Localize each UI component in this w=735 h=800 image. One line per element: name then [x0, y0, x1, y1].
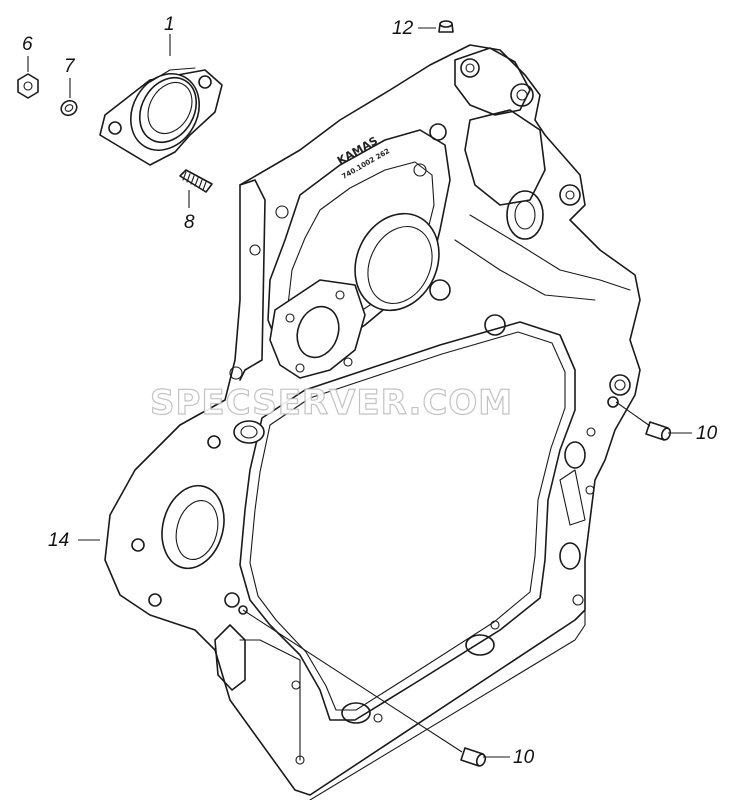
watermark-text: SPECSERVER.COM	[150, 383, 513, 423]
callout-8: 8	[184, 212, 195, 233]
gear-housing-casting	[104, 44, 641, 800]
leader-lines	[27, 27, 692, 758]
part-10-dowel-upper	[645, 421, 672, 441]
callout-12: 12	[392, 18, 414, 39]
part-8-stud	[179, 169, 213, 193]
part-1-seal-flange	[99, 67, 223, 166]
callout-labels: 1 6 7 8 12 14 10 10	[22, 14, 718, 768]
callout-1: 1	[164, 14, 175, 35]
callout-14: 14	[48, 530, 69, 551]
part-10-dowel-lower	[460, 747, 487, 767]
callout-6: 6	[22, 34, 33, 55]
part-7-washer	[60, 99, 78, 117]
callout-7: 7	[64, 56, 76, 77]
callout-10-upper: 10	[696, 423, 718, 444]
callout-10-lower: 10	[513, 747, 535, 768]
part-12-plug	[438, 20, 454, 33]
part-6-nut	[17, 73, 39, 99]
